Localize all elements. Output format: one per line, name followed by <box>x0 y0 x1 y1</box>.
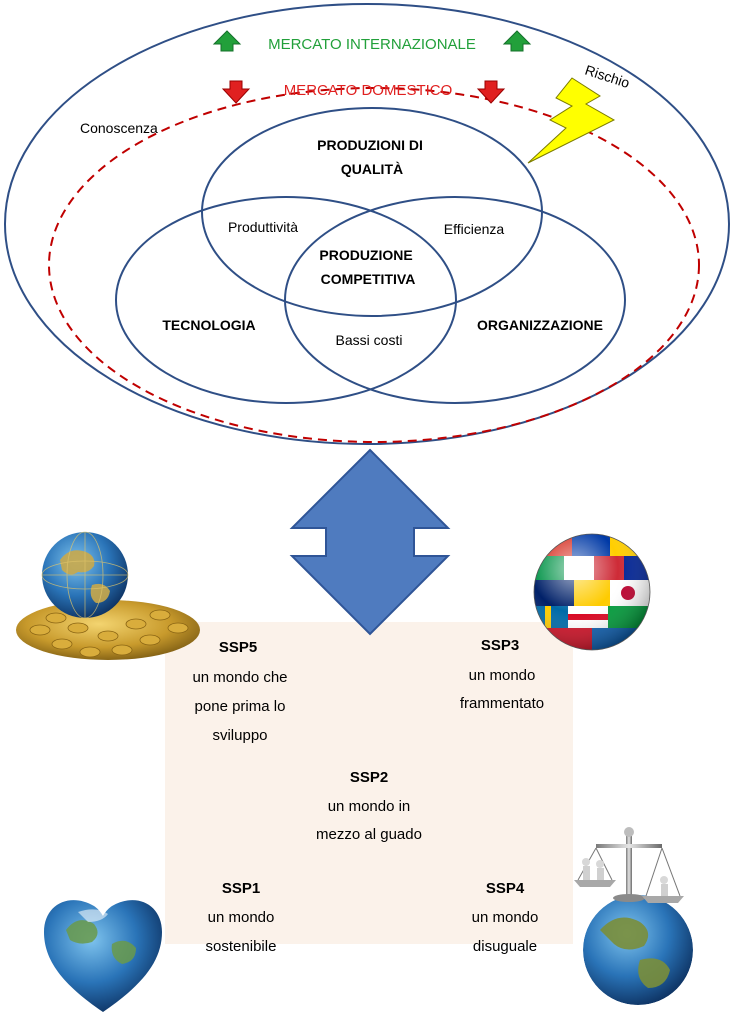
ssp3-title: SSP3 <box>481 637 519 654</box>
ssp5-line: pone prima lo <box>195 698 286 715</box>
market-diagram: MERCATO INTERNAZIONALE MERCATO DOMESTICO… <box>4 3 730 445</box>
scenario-panel <box>165 622 573 944</box>
domestic-market-label: MERCATO DOMESTICO <box>284 82 453 99</box>
ssp3-block: SSP3 un mondo frammentato <box>460 637 544 712</box>
ssp4-block: SSP4 un mondo disuguale <box>472 880 539 955</box>
ssp5-line: un mondo che <box>192 669 287 686</box>
heart-earth-icon <box>44 900 162 1012</box>
ssp3-line: frammentato <box>460 695 544 712</box>
flags-globe-icon <box>533 533 651 651</box>
competitive-production-label: PRODUZIONE COMPETITIVA <box>319 247 416 287</box>
ssp4-line: un mondo <box>472 909 539 926</box>
ssp1-block: SSP1 un mondo sostenibile <box>206 880 277 955</box>
ssp1-line: sostenibile <box>206 938 277 955</box>
ssp5-title: SSP5 <box>219 639 257 656</box>
low-costs-label: Bassi costi <box>336 332 403 348</box>
center-line2: COMPETITIVA <box>321 271 416 287</box>
international-market-label: MERCATO INTERNAZIONALE <box>268 36 476 53</box>
up-arrow-icon <box>212 30 242 52</box>
up-arrow-icon <box>502 30 532 52</box>
ssp2-title: SSP2 <box>350 769 388 786</box>
center-line1: PRODUZIONE <box>319 247 412 263</box>
ssp4-title: SSP4 <box>486 880 525 897</box>
ssp1-title: SSP1 <box>222 880 260 897</box>
domestic-market-ellipse <box>48 87 700 443</box>
ssp2-line: mezzo al guado <box>316 826 422 843</box>
ssp4-line: disuguale <box>473 938 537 955</box>
quality-label: PRODUZIONI DI QUALITÀ <box>317 137 427 177</box>
organization-circle <box>284 196 626 404</box>
ssp2-block: SSP2 un mondo in mezzo al guado <box>316 769 422 843</box>
organization-label: ORGANIZZAZIONE <box>477 317 603 333</box>
double-arrow-icon <box>289 448 451 636</box>
lightning-icon <box>527 77 616 164</box>
ssp3-line: un mondo <box>469 667 536 684</box>
quality-label-line1: PRODUZIONI DI <box>317 137 423 153</box>
international-market-ellipse <box>4 3 730 445</box>
ssp2-line: un mondo in <box>328 798 411 815</box>
technology-circle <box>115 196 457 404</box>
ssp5-line: sviluppo <box>212 727 267 744</box>
down-arrow-icon <box>221 80 251 104</box>
down-arrow-icon <box>476 80 506 104</box>
productivity-label: Produttività <box>228 219 298 235</box>
scales-globe-icon <box>574 827 693 1005</box>
quality-label-line2: QUALITÀ <box>341 161 403 177</box>
knowledge-label: Conoscenza <box>80 120 158 136</box>
globe-on-coins-icon <box>16 531 200 660</box>
ssp5-block: SSP5 un mondo che pone prima lo sviluppo <box>192 639 287 744</box>
ssp1-line: un mondo <box>208 909 275 926</box>
risk-label: Rischio <box>583 62 632 91</box>
technology-label: TECNOLOGIA <box>162 317 255 333</box>
efficiency-label: Efficienza <box>444 221 505 237</box>
